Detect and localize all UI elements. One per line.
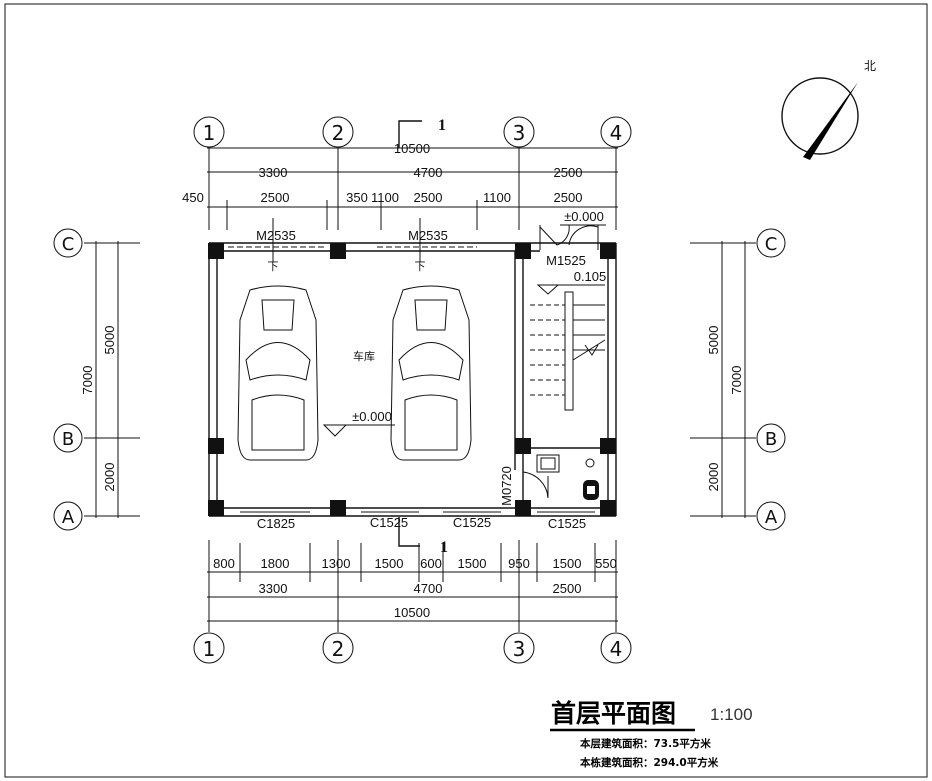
window-label: C1525 [370, 515, 408, 530]
car-icon [237, 285, 319, 461]
drawing-frame [4, 3, 928, 778]
axis-bubbles-left: C B A [53, 228, 83, 531]
dim-top-detail: 1100 [483, 190, 511, 205]
toilet-icon [583, 480, 599, 500]
window-label: C1825 [257, 516, 295, 531]
dim-top-detail: 2500 [261, 190, 290, 205]
dim-right-total: 7000 [729, 366, 744, 395]
axis-label-3: 3 [513, 121, 526, 145]
room-label: 车库 [353, 349, 375, 363]
dim-bottom-span: 2500 [553, 581, 582, 596]
dim-right-span: 5000 [706, 326, 721, 355]
dim-bottom-detail: 600 [420, 556, 442, 571]
dim-bottom-detail: 550 [595, 556, 617, 571]
dim-bottom-detail: 1800 [261, 556, 290, 571]
elevation-marker-icon [536, 284, 605, 295]
axis-bubbles-right: C B A [756, 228, 786, 531]
elevation-garage: ±0.000 [352, 409, 392, 424]
axis-label-4-bottom: 4 [610, 637, 623, 661]
walls [208, 242, 617, 517]
axis-label-c: C [62, 234, 75, 255]
axis-label-1: 1 [203, 121, 216, 145]
axis-lines [84, 148, 756, 632]
elevation-stair: 0.105 [574, 269, 607, 284]
structural-columns [208, 243, 616, 516]
axis-label-a: A [62, 507, 75, 528]
door-label: M0720 [499, 466, 514, 506]
down-label: 下 [268, 261, 279, 273]
dim-top-detail: 450 [182, 190, 204, 205]
north-label: 北 [864, 59, 876, 73]
drawing-scale: 1:100 [710, 705, 753, 724]
dim-top-span: 4700 [414, 165, 443, 180]
drawing-title: 首层平面图 [551, 699, 676, 728]
axis-label-b-right: B [765, 429, 777, 450]
dim-top-detail: 2500 [554, 190, 583, 205]
axis-label-b: B [62, 429, 74, 450]
dim-left-span: 5000 [102, 326, 117, 355]
window-label: C1525 [453, 515, 491, 530]
dim-right-span: 2000 [706, 463, 721, 492]
axis-label-a-right: A [765, 507, 778, 528]
dim-top-span: 2500 [554, 165, 583, 180]
slope-arrow-icon [272, 218, 421, 262]
dim-bottom-detail: 1300 [322, 556, 351, 571]
car-icon [390, 285, 472, 461]
axis-label-4: 4 [610, 121, 623, 145]
door-label: M2535 [256, 228, 296, 243]
axis-label-c-right: C [765, 234, 778, 255]
sink-icon [536, 454, 560, 473]
axis-label-2-bottom: 2 [332, 637, 345, 661]
dim-bottom-detail: 950 [508, 556, 530, 571]
entry-door-swing [539, 224, 599, 250]
floor-area: 本层建筑面积：73.5平方米 [580, 737, 711, 750]
axis-bubbles-bottom: 1 2 3 4 [193, 632, 632, 664]
window-label: C1525 [548, 516, 586, 531]
north-arrow-icon [781, 77, 859, 160]
section-mark-icon [398, 120, 422, 547]
dim-bottom-detail: 1500 [553, 556, 582, 571]
staircase [530, 291, 606, 411]
elevation-entry: ±0.000 [564, 209, 604, 224]
dim-top-detail: 1100 [371, 190, 399, 205]
dim-bottom-span: 4700 [414, 581, 443, 596]
dim-top-detail: 350 [346, 190, 368, 205]
dim-top-span: 3300 [259, 165, 288, 180]
axis-bubbles-top: 1 2 3 4 [193, 116, 632, 148]
section-label: 1 [440, 539, 448, 556]
wc-door-swing [522, 471, 549, 499]
dim-bottom-detail: 1500 [458, 556, 487, 571]
elevation-marker-icon [322, 424, 395, 437]
dim-bottom-span: 3300 [259, 581, 288, 596]
dim-left-total: 7000 [80, 366, 95, 395]
floor-drain-icon [585, 458, 595, 468]
axis-label-2: 2 [332, 121, 345, 145]
total-area: 本栋建筑面积：294.0平方米 [580, 756, 719, 769]
dim-bottom-detail: 800 [213, 556, 235, 571]
dim-top-detail: 2500 [414, 190, 443, 205]
door-label: M2535 [408, 228, 448, 243]
door-label: M1525 [546, 253, 586, 268]
dimension-lines [95, 147, 746, 622]
dim-bottom-detail: 1500 [375, 556, 404, 571]
axis-label-1-bottom: 1 [203, 637, 216, 661]
dim-bottom-total: 10500 [394, 605, 430, 620]
down-label: 下 [415, 261, 426, 273]
section-label: 1 [438, 117, 446, 134]
axis-label-3-bottom: 3 [513, 637, 526, 661]
dim-left-span: 2000 [102, 463, 117, 492]
dim-top-total: 10500 [394, 141, 430, 156]
